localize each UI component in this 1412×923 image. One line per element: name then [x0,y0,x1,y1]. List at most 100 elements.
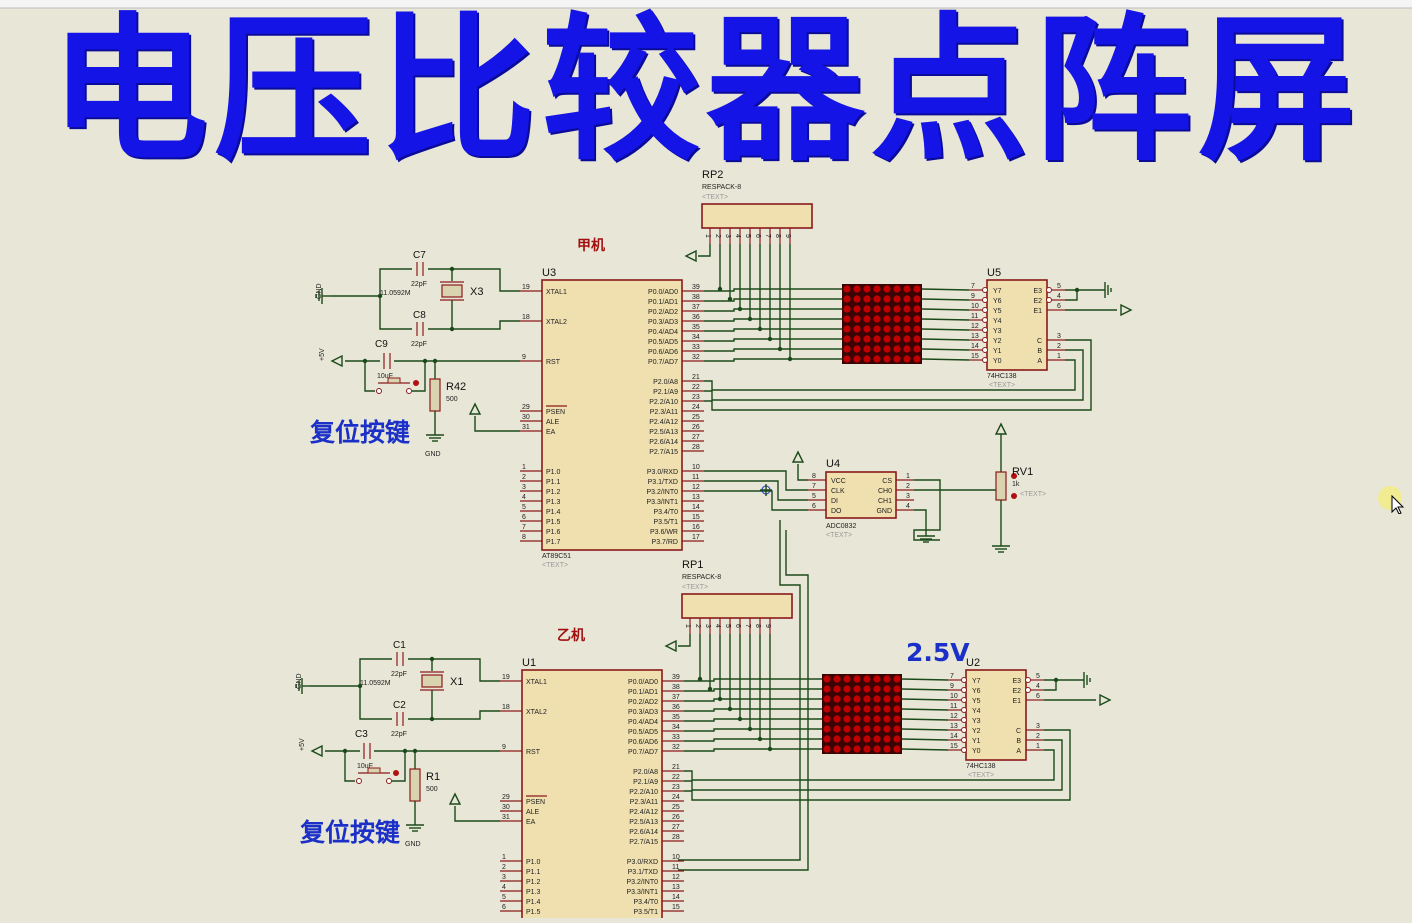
top-led-dot [853,295,861,303]
bot-led-dot [863,695,871,703]
bot-dec-pinname-e2: E2 [1012,688,1021,695]
adc-vcc-wire [797,464,808,481]
bot-dec-pinnum-2: 2 [1036,733,1040,740]
top-c-reset-ref: C9 [375,339,388,350]
bot-bus-p0-5 [684,728,822,732]
bot-led-dot [863,725,871,733]
top-res-gnd-label: GND [425,451,441,458]
bot-rp-pinnum-4: 4 [714,624,721,628]
bot-dec-bubble-15 [961,747,967,753]
bot-e1-arrow [1099,693,1112,707]
bot-led-dot [833,685,841,693]
top-mcu-pinname-p1-2: P1.2 [546,489,561,496]
top-bus-junction [727,296,733,302]
bot-led-dot [853,715,861,723]
top-led-matrix [842,284,922,364]
top-led-dot [913,285,921,293]
bot-enable-junction [1053,677,1059,683]
top-dec-pinname-y6: Y6 [993,298,1002,305]
bot-vcc-label: +5V [299,738,306,751]
top-xtal-junction1 [449,266,455,272]
bot-led-dot [863,685,871,693]
top-res-junction [432,358,438,364]
top-dec-pinnum-13: 13 [971,333,979,340]
bot-led-dot [843,745,851,753]
bot-mcu-pinname-xtal1: XTAL1 [526,679,547,686]
top-led-dot [893,325,901,333]
bot-mcu-pinname-p3-4: P3.4/T0 [633,899,658,906]
top-mcu-pinnum-23: 23 [692,394,700,401]
label-reset-bottom: 复位按键 [300,818,400,847]
top-matrix-row-2 [921,308,970,311]
top-button-led [413,380,419,386]
top-bus-junction [737,306,743,312]
bot-dec-pinnum-4: 4 [1036,683,1040,690]
top-led-dot [913,335,921,343]
bot-mcu-pinname-p2-2: P2.2/A10 [629,789,658,796]
top-button-contact2 [406,388,412,394]
top-mcu-pinnum-7: 7 [522,524,526,531]
bot-led-dot [823,745,831,753]
bot-rp-pinnum-9: 9 [764,624,771,628]
top-mcu-pinname-rst: RST [546,359,561,366]
bot-matrix-row-1 [901,688,949,691]
top-addr-wire-0 [704,359,1076,391]
adc-pinname-di: DI [831,498,838,505]
top-led-dot [873,335,881,343]
top-led-dot [863,295,871,303]
top-mcu-pinname-p0-7: P0.7/AD7 [648,359,678,366]
top-dec-pinnum-4: 4 [1057,293,1061,300]
bot-led-dot [893,695,901,703]
bot-led-dot [883,715,891,723]
top-led-dot [853,305,861,313]
bot-mcu-pinname-p3-0: P3.0/RXD [627,859,658,866]
top-mcu-pinname-xtal1: XTAL1 [546,289,567,296]
top-dec-body [986,279,1048,371]
top-vcc-arrow [330,354,343,368]
bot-mcu-pinnum-37: 37 [672,694,680,701]
bot-crystal-body [421,674,443,688]
top-mcu-pinnum-13: 13 [692,494,700,501]
top-bus-p0-5 [704,338,842,342]
pot-ref: RV1 [1012,466,1033,478]
top-led-dot [903,305,911,313]
pot-marker1 [1011,473,1017,479]
top-rst-junction1 [362,358,368,364]
bot-rp-pinnum-2: 2 [694,624,701,628]
bot-rp-body [681,593,793,619]
bot-resistor-body [409,768,421,802]
top-matrix-row-3 [921,318,970,321]
bot-dec-pinname-sel-b: B [1016,738,1021,745]
bot-bus-p0-1 [684,688,822,692]
top-button-cap [387,377,401,384]
top-mcu-pinname-p0-5: P0.5/AD5 [648,339,678,346]
bot-mcu-pinnum-13: 13 [672,884,680,891]
top-c-reset-gap [380,353,394,369]
top-rp-text: <TEXT> [702,194,728,201]
bot-mcu-pinname-rst: RST [526,749,541,756]
top-mcu-pinname-p3-2: P3.2/INT0 [646,489,678,496]
top-led-dot [883,305,891,313]
top-led-dot [903,315,911,323]
bot-xtal2-wire [408,710,500,720]
top-led-dot [893,355,901,363]
top-led-dot [863,305,871,313]
bot-bus-junction [717,696,723,702]
bot-crystal-ref: X1 [450,676,463,688]
bot-led-dot [873,695,881,703]
bot-led-dot [883,735,891,743]
top-resistor-value: 500 [446,396,458,403]
top-led-dot [843,345,851,353]
bot-mcu-pinname-p0-5: P0.5/AD5 [628,729,658,736]
bot-dec-bubble-13 [961,727,967,733]
pot-body [995,471,1007,501]
bot-junction [357,683,363,689]
bot-rp-pinnum-7: 7 [744,624,751,628]
top-mcu-pinname-p1-0: P1.0 [546,469,561,476]
top-cap-b-ref: C8 [413,310,426,321]
bot-mcu-pinnum-30: 30 [502,804,510,811]
top-dec-pinnum-10: 10 [971,303,979,310]
top-dec-pinname-y4: Y4 [993,318,1002,325]
bot-mcu-pinnum-4: 4 [502,884,506,891]
